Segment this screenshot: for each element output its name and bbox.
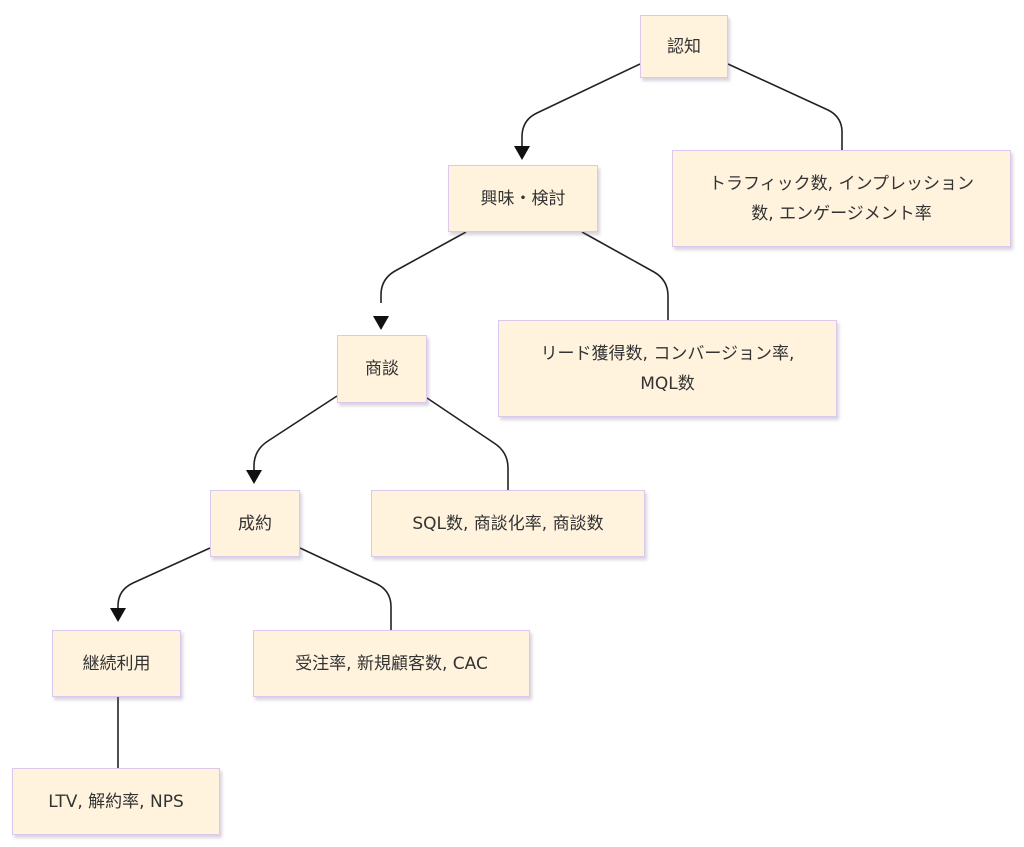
node-contract-kpi: 受注率, 新規顧客数, CAC [253, 630, 530, 697]
node-interest-kpi: リード獲得数, コンバージョン率, MQL数 [498, 320, 837, 417]
node-awareness-kpi-label: トラフィック数, インプレッション数, エンゲージメント率 [709, 173, 974, 224]
node-interest-label: 興味・検討 [480, 188, 566, 209]
edge-interest-to-negotiation [380, 231, 467, 303]
edge-negotiation-to-kpi [426, 397, 509, 490]
node-interest: 興味・検討 [448, 165, 598, 232]
node-retention-kpi-label: LTV, 解約率, NPS [48, 791, 184, 812]
node-negotiation-kpi-label: SQL数, 商談化率, 商談数 [412, 513, 604, 534]
node-negotiation: 商談 [337, 335, 427, 403]
arrowhead-negotiation [373, 316, 389, 330]
node-contract: 成約 [210, 490, 300, 557]
edge-interest-to-kpi [581, 231, 669, 320]
node-negotiation-kpi: SQL数, 商談化率, 商談数 [371, 490, 645, 557]
node-interest-kpi-label: リード獲得数, コンバージョン率, MQL数 [540, 343, 795, 394]
node-contract-kpi-label: 受注率, 新規顧客数, CAC [295, 653, 488, 674]
arrowhead-contract [246, 470, 262, 484]
edge-awareness-to-interest [521, 63, 641, 148]
node-contract-label: 成約 [238, 513, 272, 534]
arrowhead-retention [110, 608, 126, 622]
edge-negotiation-to-contract [253, 395, 338, 470]
node-retention: 継続利用 [52, 630, 181, 697]
edge-contract-to-retention [117, 547, 211, 610]
edge-contract-to-kpi [299, 547, 392, 630]
node-retention-kpi: LTV, 解約率, NPS [12, 768, 220, 835]
node-negotiation-label: 商談 [365, 359, 399, 379]
node-awareness-label: 認知 [667, 36, 701, 57]
node-awareness-kpi: トラフィック数, インプレッション数, エンゲージメント率 [672, 150, 1011, 247]
arrowhead-interest [514, 146, 530, 160]
node-retention-label: 継続利用 [82, 653, 151, 674]
edge-awareness-to-kpi [727, 63, 843, 150]
node-awareness: 認知 [640, 15, 728, 78]
